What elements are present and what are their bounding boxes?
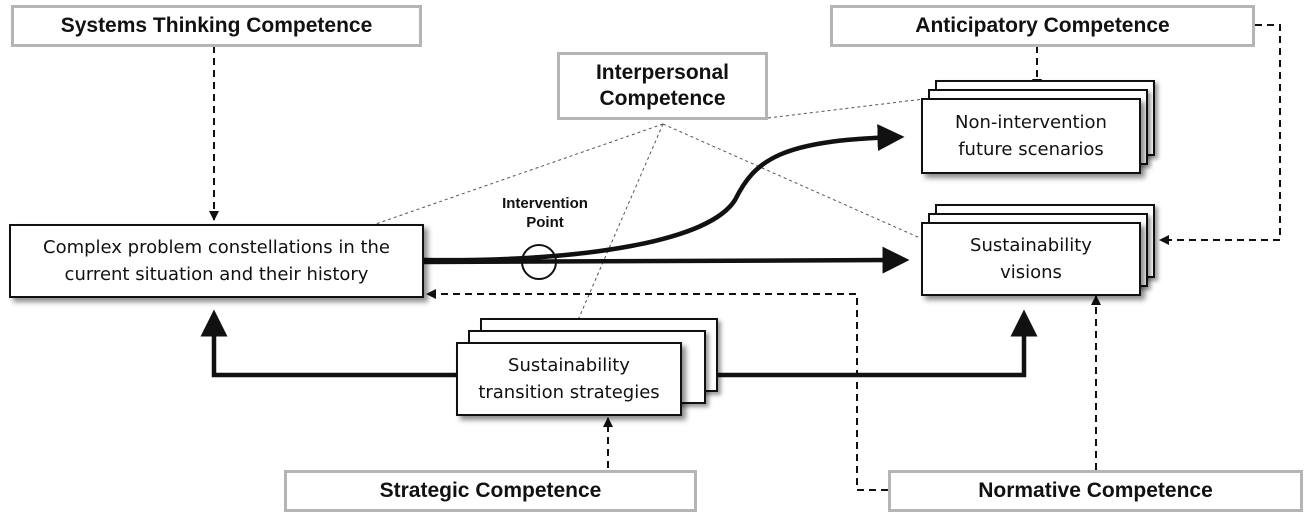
complex-problem-label-line1: Complex problem constellations in the	[43, 237, 390, 258]
arrow-strategies-to-problem	[200, 309, 456, 378]
non-intervention-node: Non-intervention future scenarios	[921, 98, 1141, 174]
dotted-link-non-intervention	[767, 97, 933, 119]
thick-arrows	[200, 124, 1038, 378]
dashed-anticipatory-to-visions	[1159, 24, 1281, 245]
strategic-competence: Strategic Competence	[284, 470, 697, 512]
systems-thinking-competence-label: Systems Thinking Competence	[60, 14, 373, 37]
interpersonal-competence-label-line1: Interpersonal	[595, 61, 730, 84]
arrow-to-visions	[423, 246, 910, 274]
intervention-point-circle	[521, 244, 557, 280]
arrow-strategies-to-visions	[714, 309, 1038, 378]
complex-problem-node: Complex problem constellations in the cu…	[9, 224, 424, 298]
interpersonal-competence-label-line2: Competence	[599, 87, 726, 110]
complex-problem-label-line2: current situation and their history	[64, 264, 369, 285]
dashed-arrows	[209, 24, 1281, 491]
dotted-link-visions	[662, 123, 921, 239]
systems-thinking-competence: Systems Thinking Competence	[11, 5, 422, 47]
normative-competence: Normative Competence	[888, 470, 1303, 512]
normative-competence-label: Normative Competence	[978, 479, 1213, 502]
intervention-point-label: Intervention Point	[480, 194, 610, 232]
interpersonal-competence: Interpersonal Competence	[557, 52, 768, 120]
intervention-point-label-line2: Point	[526, 214, 564, 231]
transition-strategies-label-line1: Sustainability	[508, 355, 630, 376]
dashed-normative-to-problem	[426, 289, 888, 491]
sustainability-visions-node: Sustainability visions	[921, 222, 1141, 296]
non-intervention-label-line2: future scenarios	[958, 139, 1104, 160]
anticipatory-competence: Anticipatory Competence	[830, 5, 1255, 47]
transition-strategies-node: Sustainability transition strategies	[456, 342, 682, 416]
intervention-point-label-line1: Intervention	[502, 195, 588, 212]
non-intervention-label-line1: Non-intervention	[955, 112, 1107, 133]
strategic-competence-label: Strategic Competence	[379, 479, 602, 502]
arrow-to-non-intervention	[423, 124, 905, 263]
anticipatory-competence-label: Anticipatory Competence	[915, 14, 1170, 37]
transition-strategies-label-line2: transition strategies	[478, 382, 660, 403]
sustainability-visions-label-line1: Sustainability	[970, 235, 1092, 256]
sustainability-visions-label-line2: visions	[1000, 262, 1062, 283]
interpersonal-dotted-links	[369, 97, 933, 321]
dotted-link-complex-problem	[369, 123, 664, 227]
